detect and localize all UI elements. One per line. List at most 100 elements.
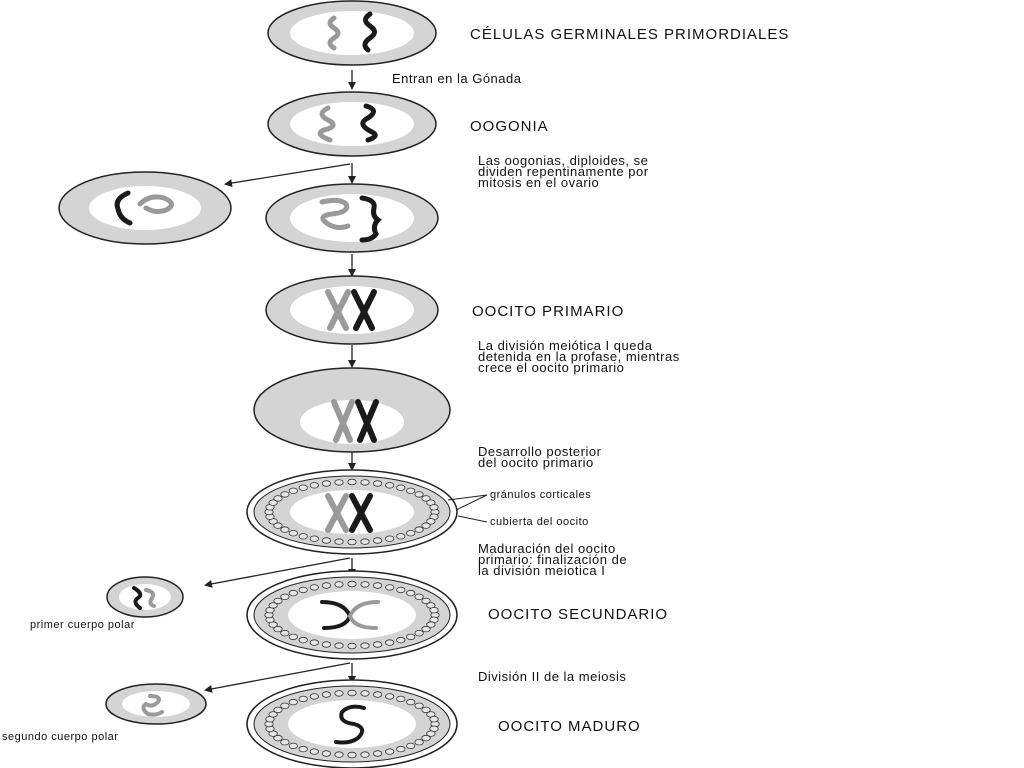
- cortical-granule: [396, 745, 406, 753]
- note-line: crece el oocito primario: [478, 360, 625, 375]
- cortical-granule: [414, 526, 424, 533]
- note-maturation: Maduración del oocito primario: finaliza…: [478, 542, 628, 578]
- cortical-granule: [298, 745, 308, 753]
- label-second-polar-body: segundo cuerpo polar: [2, 731, 119, 743]
- note-enter-gonad: Entran en la Gónada: [392, 71, 522, 86]
- note-line: primario: finalización de: [478, 552, 628, 567]
- cortical-granule: [288, 589, 298, 597]
- cortical-granules: [264, 478, 440, 546]
- primordial-germ-cell: [267, 0, 437, 66]
- cortical-granule: [385, 535, 395, 542]
- cortical-granule: [268, 499, 278, 506]
- cortical-granule: [288, 530, 298, 537]
- secondary-oocyte-cell: [246, 570, 458, 660]
- cortical-granule: [396, 695, 406, 703]
- cortical-granule: [414, 593, 424, 600]
- cortical-granule: [280, 526, 290, 533]
- note-line: La división meiótica I queda: [478, 338, 653, 353]
- note-line: dividen repentinamente por: [478, 164, 649, 179]
- cortical-granule: [347, 642, 357, 650]
- cortical-granule: [347, 751, 357, 759]
- cortical-granule: [372, 480, 383, 487]
- cortical-granule: [334, 751, 344, 758]
- note-line: detenida en la profase, mientras: [478, 349, 680, 364]
- cortical-granule: [288, 698, 298, 706]
- cortical-granule: [421, 522, 431, 529]
- cortical-granule: [334, 479, 344, 486]
- note-further-development: Desarrollo posterior del oocito primario: [478, 444, 602, 470]
- cortical-granule: [280, 491, 290, 498]
- cortical-granule: [385, 748, 395, 755]
- cortical-granule: [321, 750, 331, 757]
- label-oocyte-cover: cubierta del oocito: [490, 516, 589, 528]
- label-leader-lines: [447, 494, 488, 523]
- cortical-granule: [280, 739, 290, 746]
- cortical-granule: [309, 748, 319, 755]
- label-cortical-granules: gránulos corticales: [490, 489, 592, 501]
- oogonia-daughter-cell: [58, 171, 232, 245]
- developed-primary-oocyte-cell: [246, 469, 458, 555]
- oogonia-cell: [267, 91, 437, 157]
- cortical-granule: [273, 734, 283, 742]
- cortical-granule: [385, 482, 395, 489]
- cortical-granule: [321, 480, 331, 487]
- cortical-granule: [385, 693, 395, 700]
- cortical-granule: [268, 602, 278, 609]
- cortical-granule: [273, 706, 283, 714]
- cortical-granule: [347, 538, 357, 546]
- cortical-granule: [309, 584, 319, 591]
- cortical-granule: [298, 484, 308, 491]
- cortical-granule: [280, 702, 290, 709]
- cortical-granule: [360, 642, 370, 649]
- cortical-granule: [309, 535, 319, 542]
- stage-title-primordial: CÉLULAS GERMINALES PRIMORDIALES: [470, 26, 790, 43]
- note-meiosis-ii: División II de la meiosis: [478, 669, 627, 684]
- cortical-granule: [280, 630, 290, 637]
- first-polar-body: [106, 576, 184, 618]
- cortical-granule: [321, 582, 331, 589]
- cortical-granule: [360, 479, 370, 486]
- cortical-granule: [385, 584, 395, 591]
- growing-primary-oocyte-cell: [253, 367, 451, 453]
- cortical-granule: [406, 633, 416, 641]
- mature-oocyte-cell: [246, 679, 458, 768]
- note-line: mitosis en el ovario: [478, 175, 600, 190]
- cortical-granule: [309, 693, 319, 700]
- cortical-granule: [372, 582, 383, 589]
- cortical-granule: [426, 518, 436, 525]
- cortical-granule: [347, 478, 357, 486]
- note-line: Desarrollo posterior: [478, 444, 602, 459]
- cortical-granule: [298, 586, 308, 594]
- cortical-granule: [347, 689, 357, 697]
- cortical-granule: [372, 750, 383, 757]
- note-line: del oocito primario: [478, 455, 594, 470]
- cortical-granule: [334, 690, 344, 697]
- cortical-granule: [406, 589, 416, 597]
- cortical-granule: [321, 691, 331, 698]
- label-first-polar-body: primer cuerpo polar: [30, 619, 135, 631]
- cortical-granule: [426, 621, 436, 628]
- cortical-granule: [414, 491, 424, 498]
- note-meiosis-arrest: La división meiótica I queda detenida en…: [478, 338, 680, 375]
- cortical-granule: [268, 711, 278, 718]
- cortical-granule: [429, 716, 439, 723]
- cortical-granule: [273, 495, 283, 502]
- arrow-to-second-polar-body: [204, 662, 351, 693]
- cortical-granules: [264, 580, 440, 650]
- cortical-granule: [347, 580, 357, 588]
- arrow-to-first-polar-body: [204, 557, 351, 588]
- cortical-granule: [421, 597, 431, 605]
- cortical-granule: [429, 504, 439, 511]
- cortical-granule: [372, 537, 383, 544]
- cortical-granule: [321, 537, 331, 544]
- cortical-granule: [298, 636, 308, 644]
- cortical-granule: [288, 742, 298, 750]
- note-line: la división meiotica I: [478, 563, 606, 578]
- cortical-granule: [298, 695, 308, 703]
- cortical-granule: [309, 482, 319, 489]
- chromosome-light: [327, 15, 341, 51]
- cortical-granule: [429, 607, 439, 614]
- cortical-granule: [414, 739, 424, 746]
- arrow-to-side-oogonia: [224, 163, 351, 187]
- cortical-granule: [372, 691, 383, 698]
